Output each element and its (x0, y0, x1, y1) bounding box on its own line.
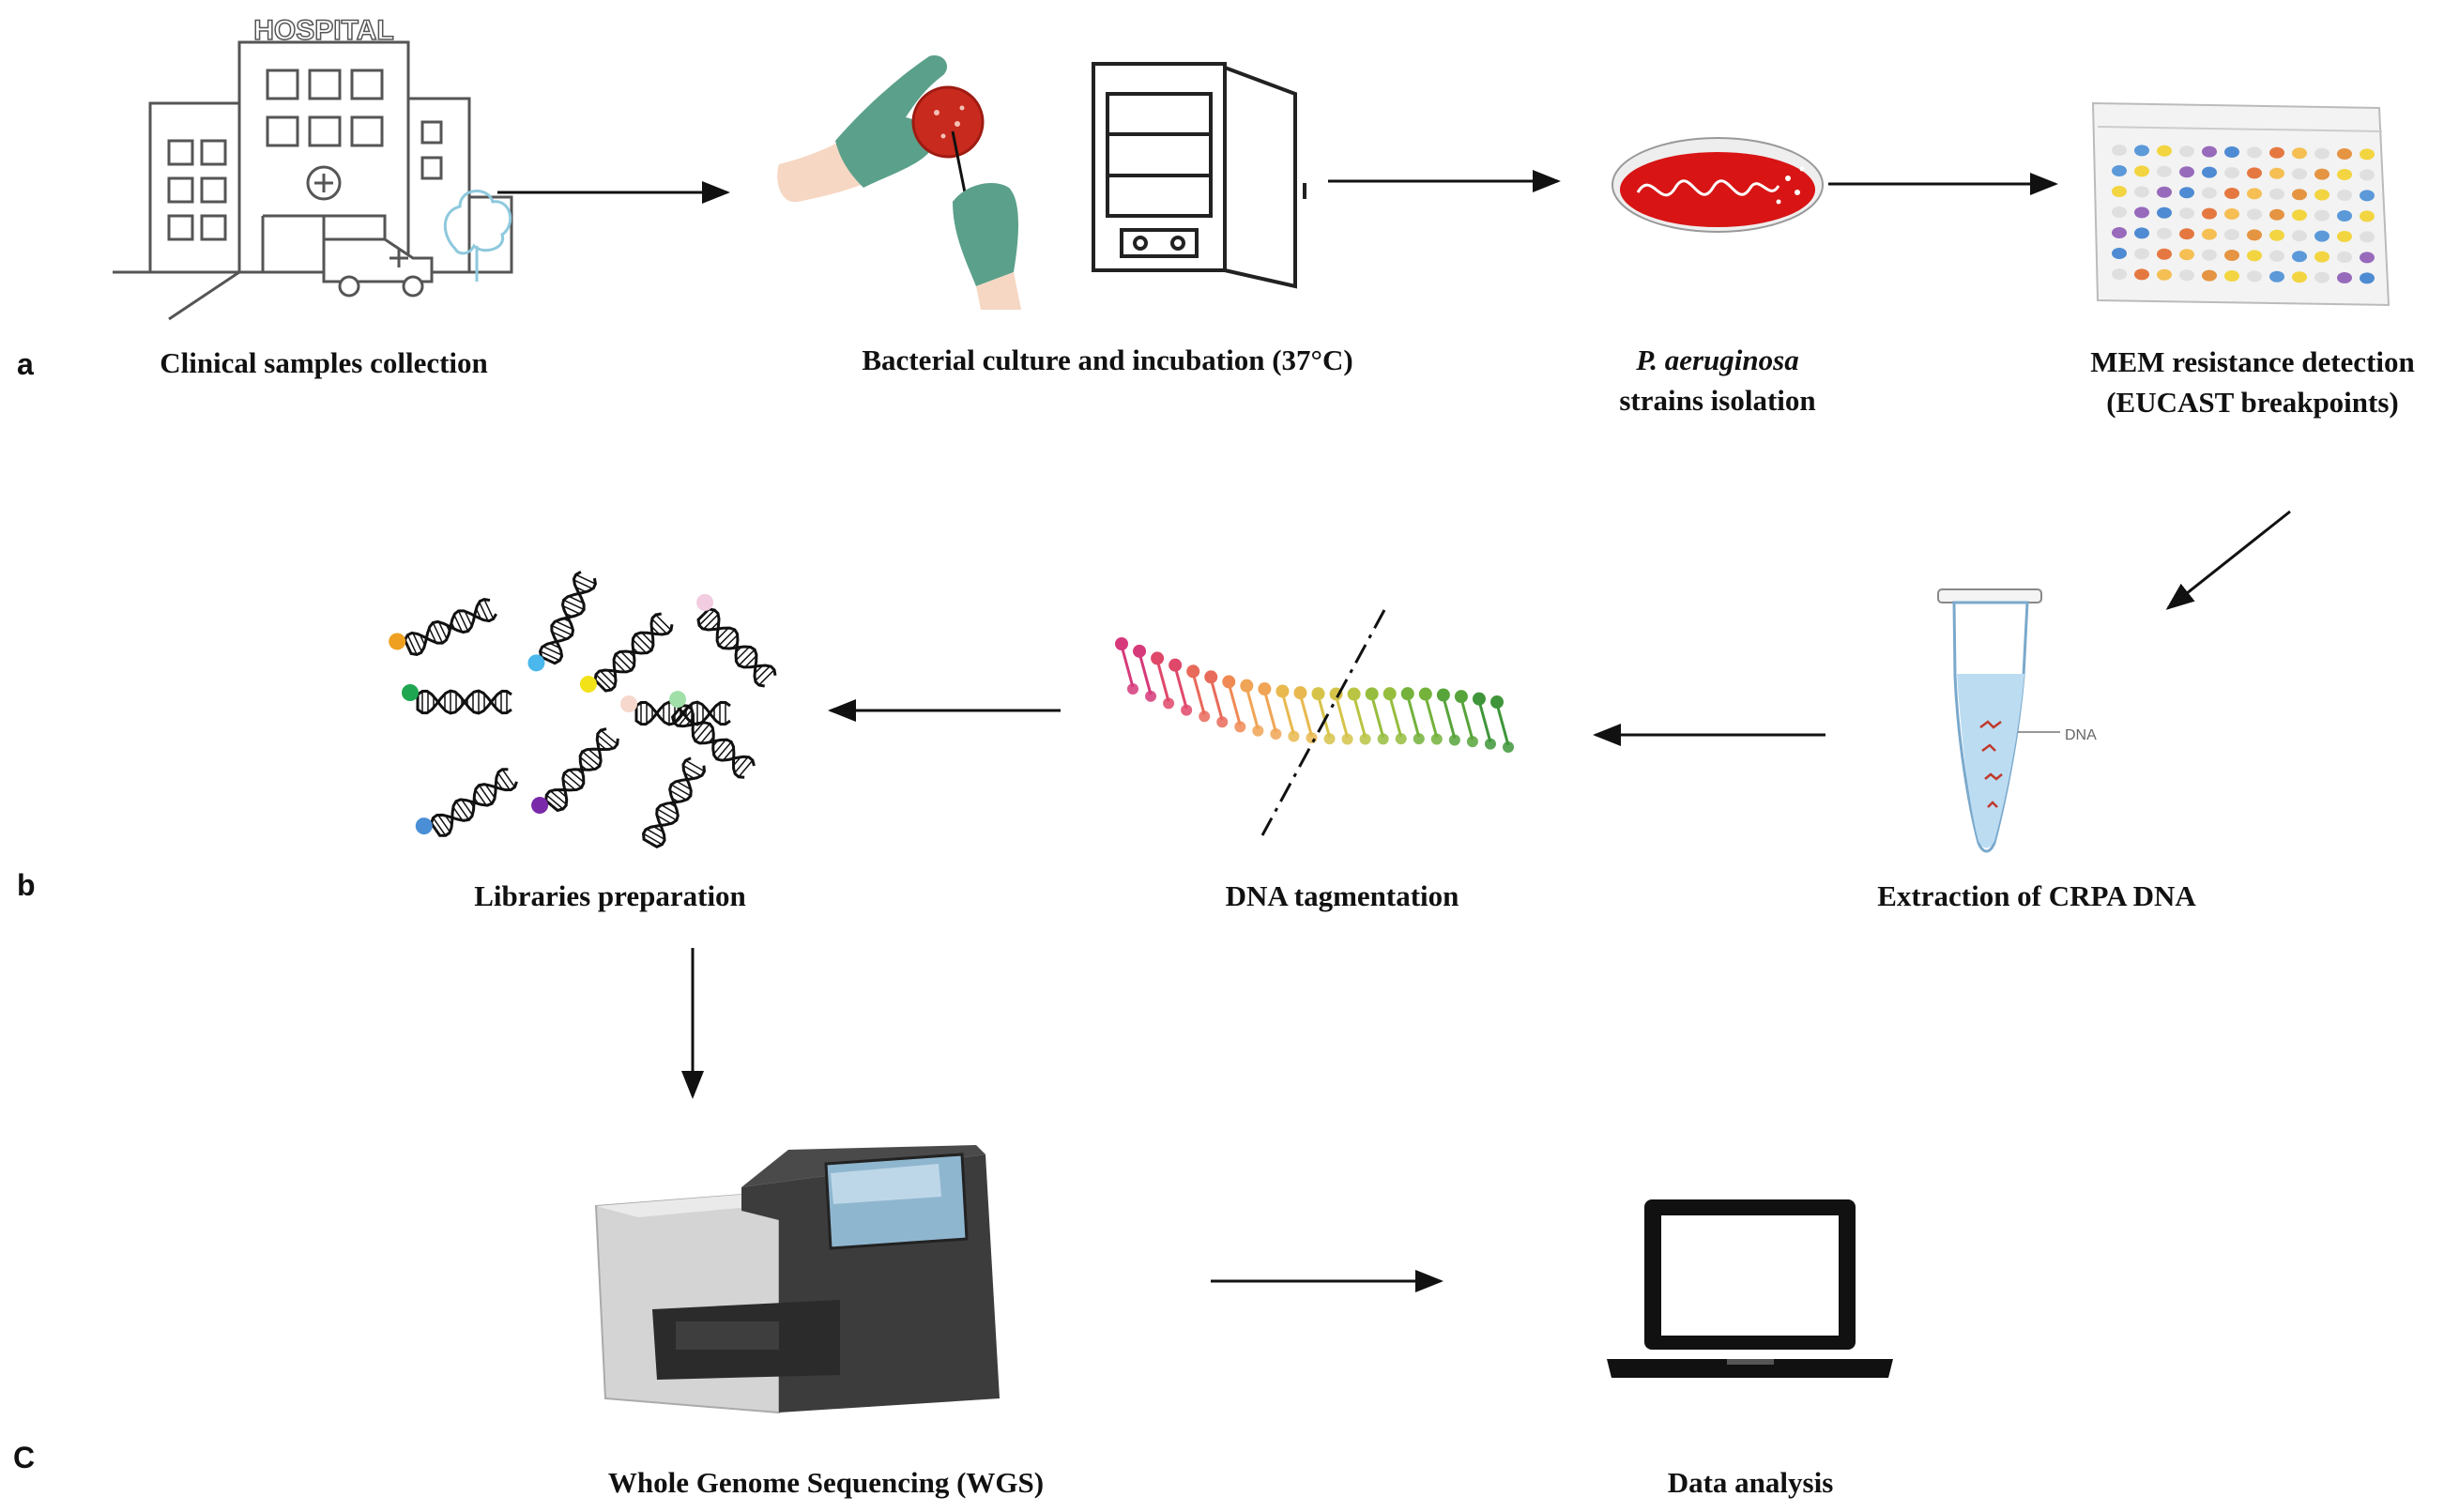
step-label-isolation: P. aeruginosa strains isolation (1549, 340, 1886, 421)
panel-label-c: C (13, 1441, 36, 1474)
step-label-wgs: Whole Genome Sequencing (WGS) (607, 1466, 1045, 1499)
step-label-analysis: Data analysis (1667, 1466, 1834, 1499)
hospital-icon (113, 40, 513, 321)
petri-dish-icon (1612, 137, 1824, 233)
tagmentation-dna-icon (1115, 609, 1514, 836)
glove-hands-icon (777, 55, 1021, 310)
step-label-libraries: Libraries preparation (474, 879, 746, 912)
hospital-sign: HOSPITAL (253, 15, 393, 46)
flow-arrows (497, 170, 2291, 1292)
step-label-culture: Bacterial culture and incubation (37°C) (862, 344, 1353, 376)
sequencer-icon (594, 1145, 1000, 1414)
step-label-mem: MEM resistance detection (EUCAST breakpo… (2060, 342, 2444, 423)
step-label-tagmentation: DNA tagmentation (1225, 879, 1459, 912)
species-name: P. aeruginosa (1636, 344, 1799, 376)
library-fragments-icon (389, 571, 777, 848)
step-label-extraction: Extraction of CRPA DNA (1877, 879, 2196, 912)
step-label-clinical: Clinical samples collection (160, 346, 488, 379)
isolation-text: strains isolation (1619, 384, 1816, 418)
dna-tube-icon (1937, 588, 2060, 853)
mic-plate-icon (2091, 101, 2391, 307)
panel-label-a: a (17, 347, 34, 381)
tube-dna-label: DNA (2065, 727, 2097, 743)
laptop-icon (1607, 1199, 1893, 1378)
mem-line-2: (EUCAST breakpoints) (2106, 386, 2399, 420)
incubator-icon (1092, 62, 1306, 289)
arrow-mem-to-extraction (2165, 510, 2291, 610)
mem-line-1: MEM resistance detection (2090, 345, 2415, 378)
panel-label-b: b (17, 868, 36, 902)
